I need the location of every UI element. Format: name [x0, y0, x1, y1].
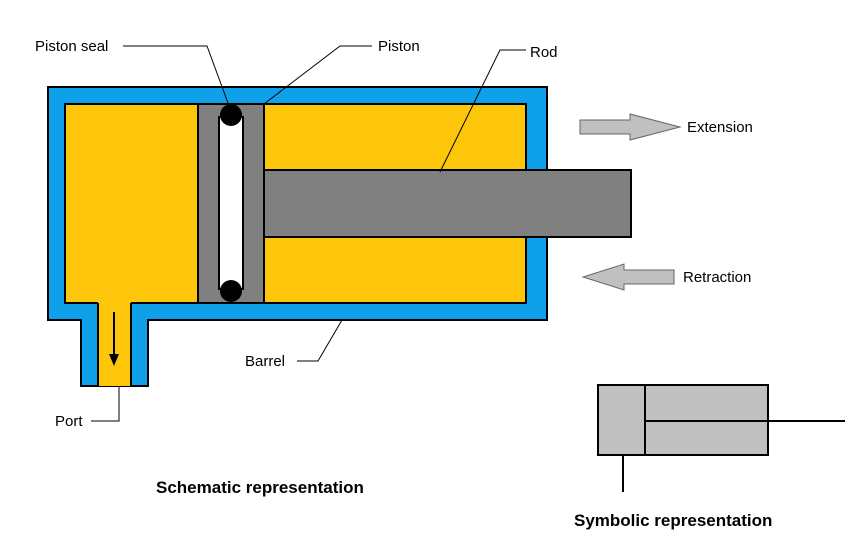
port-leader	[91, 386, 120, 422]
label-retraction: Retraction	[683, 269, 751, 286]
caption-schematic: Schematic representation	[156, 478, 364, 497]
label-extension: Extension	[687, 119, 753, 136]
label-piston-seal: Piston seal	[35, 38, 108, 55]
label-port: Port	[55, 413, 83, 430]
caption-symbolic: Symbolic representation	[574, 511, 772, 530]
piston-seal-bottom	[220, 280, 242, 302]
barrel-leader	[297, 319, 343, 362]
label-rod: Rod	[530, 44, 558, 61]
extension-arrow	[579, 113, 682, 141]
piston-seal-groove	[218, 116, 244, 290]
label-piston: Piston	[378, 38, 420, 55]
rod	[263, 169, 632, 238]
piston-leader	[263, 45, 372, 105]
piston-seal-leader	[123, 45, 229, 104]
piston-seal-top	[220, 104, 242, 126]
port-flow-arrow-head	[109, 354, 119, 366]
rod-leader	[439, 49, 526, 173]
retraction-arrow	[581, 263, 675, 291]
label-barrel: Barrel	[245, 353, 285, 370]
